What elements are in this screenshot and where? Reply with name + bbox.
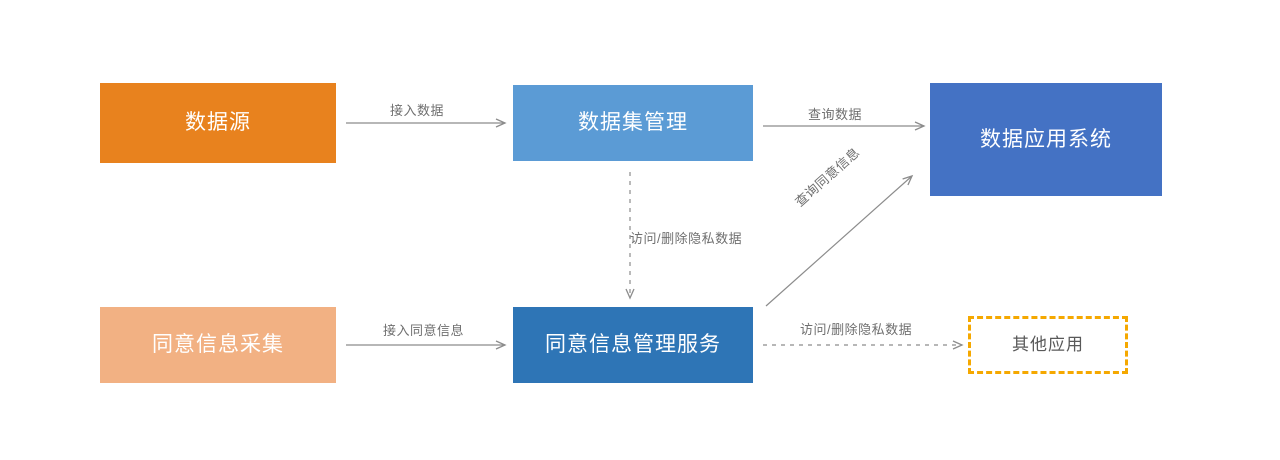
node-consent-collection[interactable]: 同意信息采集 xyxy=(100,307,336,383)
edge-label-access-delete-private-horizontal: 访问/删除隐私数据 xyxy=(800,322,913,337)
node-consent-management-service[interactable]: 同意信息管理服务 xyxy=(513,307,753,383)
node-dataset-management[interactable]: 数据集管理 xyxy=(513,85,753,161)
edge-label-ingest-consent: 接入同意信息 xyxy=(383,323,465,338)
node-consent-management-service-label: 同意信息管理服务 xyxy=(545,333,721,357)
node-datasource[interactable]: 数据源 xyxy=(100,83,336,163)
node-data-application-system[interactable]: 数据应用系统 xyxy=(930,83,1162,196)
edge-label-query-data: 查询数据 xyxy=(808,107,863,122)
node-dataset-management-label: 数据集管理 xyxy=(578,111,688,135)
edge-label-query-consent: 查询同意信息 xyxy=(791,144,863,210)
edge-label-access-delete-private-vertical: 访问/删除隐私数据 xyxy=(630,231,743,246)
edge-label-ingest-data: 接入数据 xyxy=(390,103,445,118)
node-other-applications-label: 其他应用 xyxy=(1012,334,1084,354)
node-datasource-label: 数据源 xyxy=(185,111,251,135)
node-consent-collection-label: 同意信息采集 xyxy=(152,333,284,357)
node-data-application-system-label: 数据应用系统 xyxy=(980,127,1112,151)
edge-query-consent xyxy=(765,174,914,307)
node-other-applications[interactable]: 其他应用 xyxy=(968,316,1128,374)
